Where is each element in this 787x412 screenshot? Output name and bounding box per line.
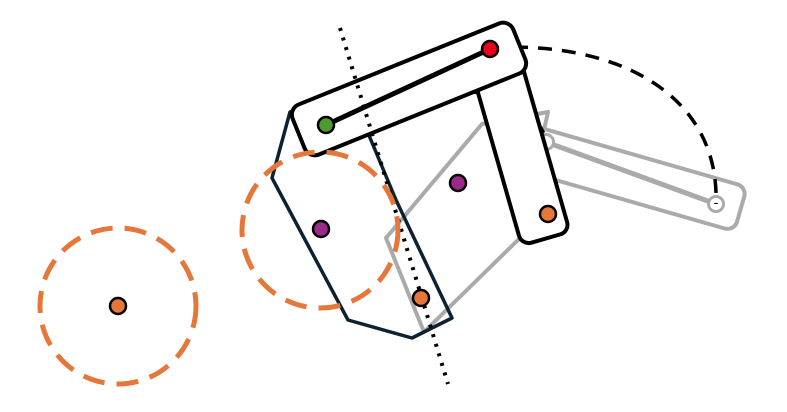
target-circle-left <box>37 225 199 387</box>
joint-orange-polygon <box>411 288 431 308</box>
ghost-link-bar <box>543 139 719 207</box>
joint-purple-lower <box>311 219 331 239</box>
joint-orange-left <box>108 296 128 316</box>
swing-arc-outer <box>489 45 718 205</box>
target-circle-mid <box>239 149 401 311</box>
mirror-line <box>338 27 450 385</box>
joint-green <box>316 115 336 135</box>
joint-red <box>480 39 500 59</box>
top-link-bar <box>323 46 493 128</box>
joint-purple-upper <box>448 173 468 193</box>
joint-orange-link <box>538 204 558 224</box>
